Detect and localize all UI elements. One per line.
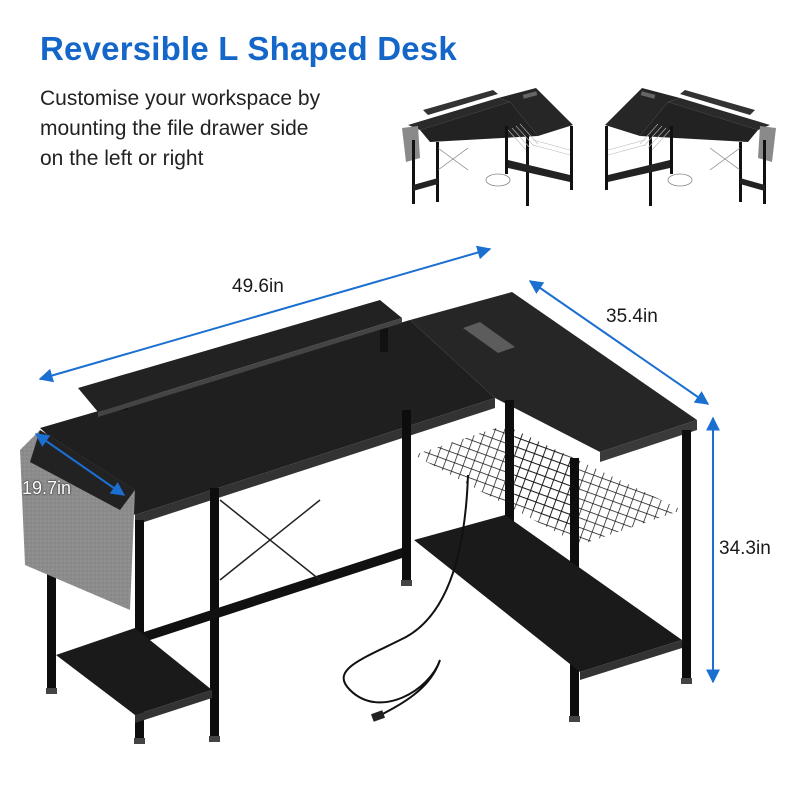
height-dimension-label: 34.3in — [719, 538, 771, 559]
thumbnail-right-config — [600, 80, 780, 210]
power-strip — [463, 322, 515, 353]
desk-right-config-icon — [605, 88, 776, 206]
subtitle-line-2: mounting the file drawer side — [40, 117, 309, 140]
depth-arrow — [528, 280, 710, 405]
bag-arrow — [34, 433, 126, 496]
thumbnail-left-config — [398, 80, 578, 210]
subtitle: Customise your workspace by mounting the… — [40, 84, 380, 174]
width-arrow — [38, 245, 492, 383]
depth-dimension-label: 35.4in — [606, 306, 658, 327]
bag-dimension-label: 19.7in — [22, 478, 72, 498]
plug — [370, 710, 386, 722]
l-shaped-desk-icon — [20, 245, 720, 744]
width-dimension-label: 49.6in — [232, 276, 284, 297]
subtitle-line-3: on the left or right — [40, 147, 204, 170]
main-desk-illustration — [0, 230, 800, 800]
page-title: Reversible L Shaped Desk — [40, 30, 457, 67]
desk-left-config-icon — [402, 88, 573, 206]
subtitle-line-1: Customise your workspace by — [40, 87, 321, 110]
